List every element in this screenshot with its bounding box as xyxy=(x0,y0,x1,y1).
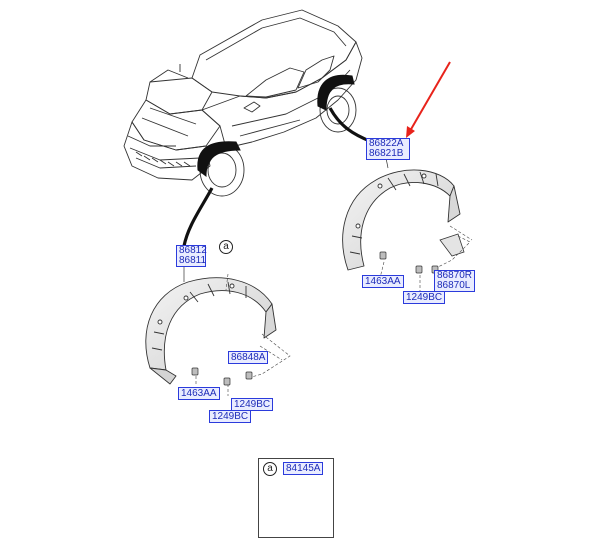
front-stud-callout[interactable]: 86848A xyxy=(228,351,269,364)
front-fasteners xyxy=(191,367,253,386)
rear-guard-callout[interactable]: 86822A 86821B xyxy=(366,138,410,160)
rear-guard-part-upper: 86822A xyxy=(369,138,404,149)
front-guard-callout[interactable]: 86812 86811 xyxy=(176,245,207,267)
front-bolt-callout-b[interactable]: 1249BC xyxy=(209,410,252,423)
rear-mudflap-left: 86870L xyxy=(437,280,471,291)
red-pointer-arrow xyxy=(406,61,451,138)
rear-guard-part-lower: 86821B xyxy=(369,148,404,159)
front-guard-part-upper: 86812 xyxy=(179,245,207,256)
rear-dashed-leaders xyxy=(379,225,473,292)
front-clip-callout[interactable]: 1463AA xyxy=(178,387,220,400)
rear-clip-callout[interactable]: 1463AA xyxy=(362,275,404,288)
rear-bolt-callout[interactable]: 1249BC xyxy=(403,291,446,304)
front-guard-part-lower: 86811 xyxy=(179,255,207,266)
rear-mud-flap xyxy=(439,233,465,257)
rear-mudflap-callout[interactable]: 86870R 86870L xyxy=(434,270,476,292)
front-bolt-callout-a[interactable]: 1249BC xyxy=(231,398,274,411)
front-guard-highlight xyxy=(197,141,241,177)
vehicle-illustration xyxy=(123,9,363,197)
detail-reference-marker: a xyxy=(263,462,277,476)
front-reference-marker: a xyxy=(219,240,233,254)
rear-wheel-guard xyxy=(342,169,461,271)
front-wheel-guard xyxy=(145,277,277,385)
rear-mudflap-right: 86870R xyxy=(437,270,473,281)
front-dashed-leaders xyxy=(195,273,291,396)
rear-guard-highlight xyxy=(317,74,355,111)
rear-fasteners xyxy=(379,251,439,274)
detail-part-callout[interactable]: 84145A xyxy=(283,462,324,475)
front-leader-curve xyxy=(182,187,214,247)
